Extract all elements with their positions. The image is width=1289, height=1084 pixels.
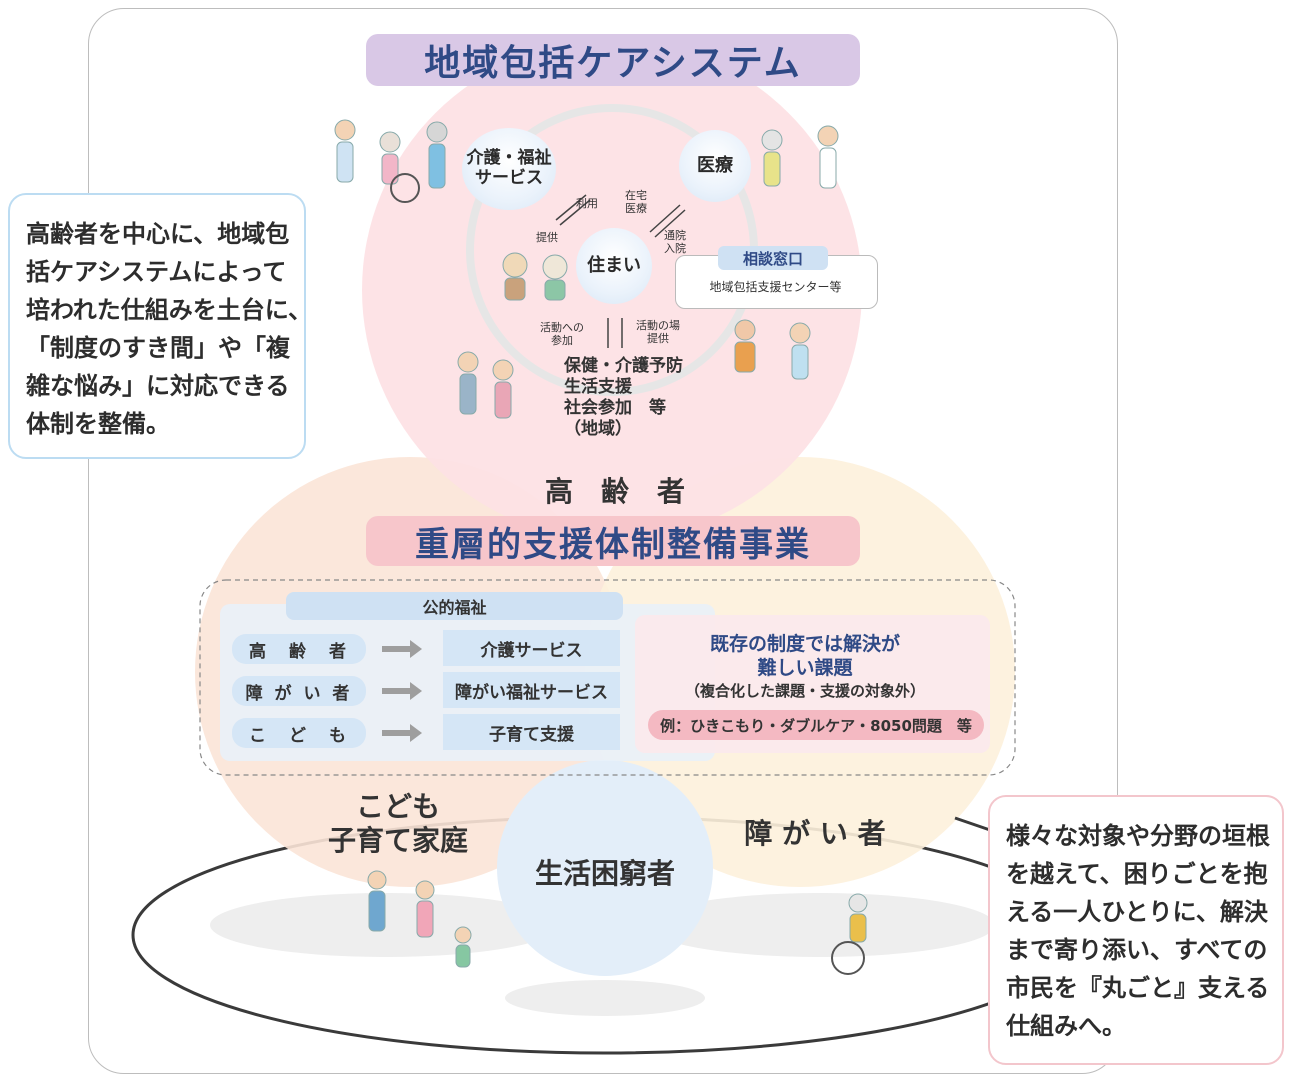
callout-right: 様々な対象や分野の垣根 を越えて、困りごとを抱 える一人ひとりに、解決 まで寄り… (988, 795, 1284, 1065)
flow-arrows (555, 194, 686, 348)
issues-note: （複合化した課題・支援の対象外） (684, 682, 925, 700)
target-elderly: 高 齢 者 (232, 634, 366, 664)
callout-connector (954, 816, 991, 832)
prevention-text: 保健・介護予防 生活支援 社会参加 等 （地域） (564, 356, 683, 439)
service-care: 介護サービス (443, 630, 620, 666)
ground-shadow-right (645, 893, 995, 957)
page-title: 地域包括ケアシステム (366, 34, 860, 86)
label-use: 利用 (576, 197, 598, 210)
label-activity-place: 活動の場 提供 (636, 319, 680, 345)
care-service-node: 介護・福祉 サービス (462, 128, 556, 210)
label-hospital: 通院 入院 (664, 229, 686, 255)
poverty-circle (497, 760, 713, 976)
medical-node: 医療 (679, 130, 751, 202)
elderly-label: 高 齢 者 (544, 475, 685, 508)
service-childcare: 子育て支援 (443, 714, 620, 750)
disabled-label: 障 が い 者 (744, 817, 886, 850)
children-label: こども 子育て家庭 (327, 790, 468, 857)
label-home-medical: 在宅 医療 (625, 189, 647, 215)
subtitle: 重層的支援体制整備事業 (366, 516, 860, 566)
target-children: こ ど も (232, 718, 366, 748)
callout-left: 高齢者を中心に、地域包 括ケアシステムによって 培われた仕組みを土台に、 「制度… (8, 193, 312, 459)
ground-shadow-center (505, 980, 705, 1016)
welfare-dashed-area (199, 579, 1016, 776)
issues-title: 既存の制度では解決が 難しい課題 (709, 633, 900, 679)
label-provide: 提供 (536, 231, 558, 244)
arrow-elderly (382, 640, 422, 658)
arrow-disabled (382, 682, 422, 700)
consult-body: 地域包括支援センター等 (709, 280, 842, 294)
label-activity-join: 活動への 参加 (540, 321, 584, 347)
consult-title: 相談窓口 (718, 246, 828, 270)
target-disabled: 障 が い 者 (232, 676, 366, 706)
poverty-label: 生活困窮者 (534, 857, 675, 890)
housing-node: 住まい (576, 228, 652, 304)
arrow-children (382, 724, 422, 742)
service-disabled: 障がい福祉サービス (443, 672, 620, 708)
issues-example: 例：ひきこもり・ダブルケア・8050問題 等 (648, 710, 984, 740)
public-welfare-header: 公的福祉 (286, 592, 623, 620)
people-illustrations (334, 119, 868, 975)
